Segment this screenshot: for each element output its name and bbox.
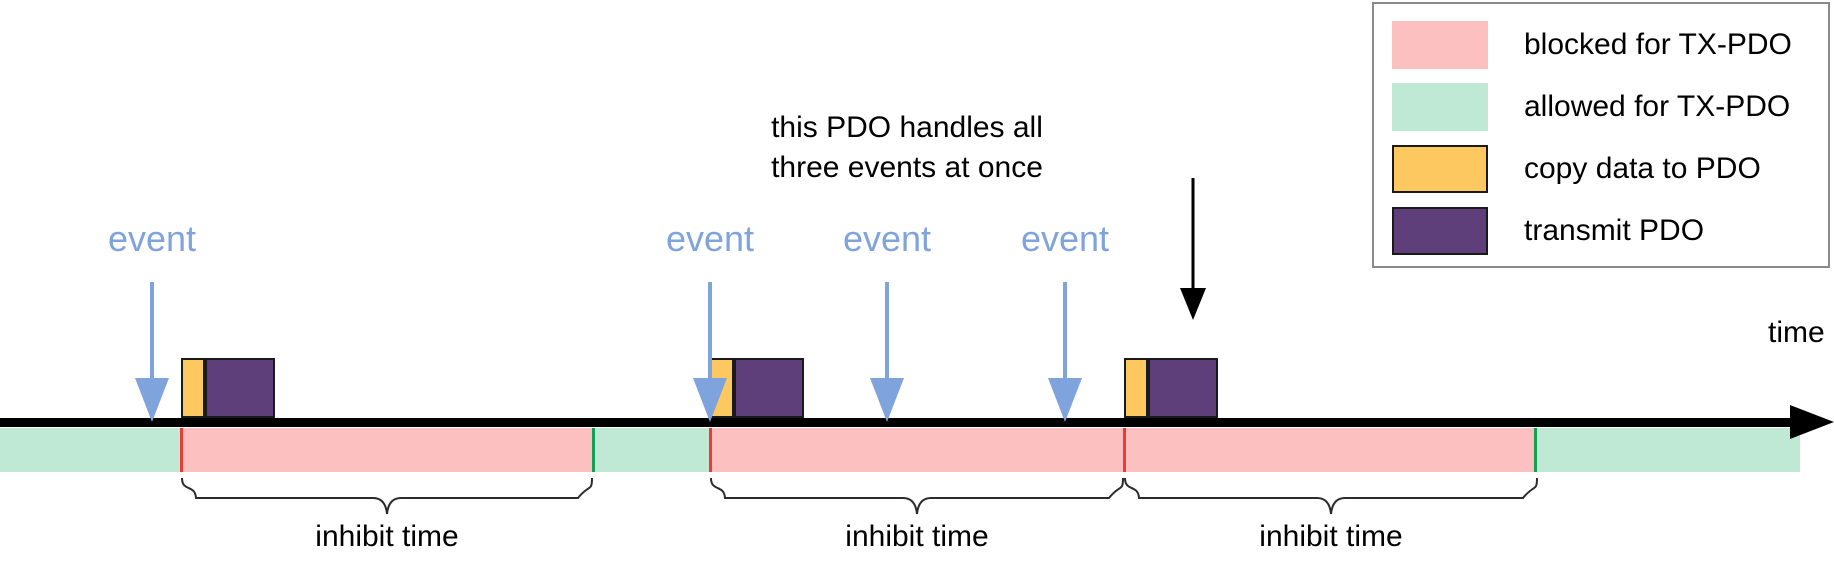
- band-divider: [709, 428, 712, 472]
- arrow-down-icon: [870, 378, 904, 422]
- arrow-right-icon: [1790, 405, 1834, 439]
- arrow-down-icon: [693, 378, 727, 422]
- event-leader-line: [885, 282, 889, 380]
- time-axis-label: time: [1768, 316, 1825, 349]
- inhibit-time-brace: [710, 476, 1124, 516]
- pdo-box-transmit: [205, 358, 275, 418]
- state-band-blocked: [710, 428, 1124, 472]
- arrow-down-icon: [1180, 288, 1206, 320]
- inhibit-time-label: inhibit time: [315, 520, 459, 553]
- pdo-box-copy: [181, 358, 205, 418]
- band-divider: [1123, 428, 1126, 472]
- arrow-down-icon: [135, 378, 169, 422]
- callout-line-1: this PDO handles all: [771, 111, 1043, 144]
- band-divider: [592, 428, 595, 472]
- legend-label: blocked for TX-PDO: [1524, 28, 1792, 61]
- callout-line-2: three events at once: [771, 150, 1043, 184]
- band-divider: [1534, 428, 1537, 472]
- arrow-down-icon: [1048, 378, 1082, 422]
- event-label: event: [665, 218, 755, 259]
- event-label: event: [1020, 218, 1110, 259]
- state-band-blocked: [181, 428, 593, 472]
- state-band-allowed: [0, 428, 181, 472]
- event-leader-line: [1063, 282, 1067, 380]
- inhibit-time-label: inhibit time: [1259, 520, 1403, 553]
- state-band-blocked: [1124, 428, 1535, 472]
- pdo-box-transmit: [734, 358, 804, 418]
- pdo-box-transmit: [1148, 358, 1218, 418]
- legend-box: blocked for TX-PDO allowed for TX-PDO copy…: [1372, 2, 1830, 268]
- event-label: event: [842, 218, 932, 259]
- event-leader-line: [708, 282, 712, 380]
- legend-label: copy data to PDO: [1524, 152, 1761, 185]
- inhibit-time-label: inhibit time: [845, 520, 989, 553]
- event-leader-line: [150, 282, 154, 380]
- callout-text: this PDO handles all three events at onc…: [771, 108, 1043, 188]
- legend-swatch: [1392, 83, 1488, 131]
- time-axis-line: [0, 418, 1800, 427]
- legend-swatch: [1392, 21, 1488, 69]
- band-divider: [180, 428, 183, 472]
- legend-item: blocked for TX-PDO: [1392, 18, 1812, 72]
- legend-label: transmit PDO: [1524, 214, 1705, 247]
- inhibit-time-brace: [1124, 476, 1538, 516]
- state-band-allowed: [1535, 428, 1800, 472]
- legend-item: copy data to PDO: [1392, 142, 1812, 196]
- callout-leader-line: [1191, 178, 1195, 290]
- legend-swatch: [1392, 145, 1488, 193]
- event-label: event: [107, 218, 197, 259]
- legend-item: allowed for TX-PDO: [1392, 80, 1812, 134]
- inhibit-time-brace: [181, 476, 593, 516]
- legend-label: allowed for TX-PDO: [1524, 90, 1791, 123]
- state-band-allowed: [593, 428, 710, 472]
- pdo-box-copy: [1124, 358, 1148, 418]
- legend-item: transmit PDO: [1392, 204, 1812, 258]
- legend-swatch: [1392, 207, 1488, 255]
